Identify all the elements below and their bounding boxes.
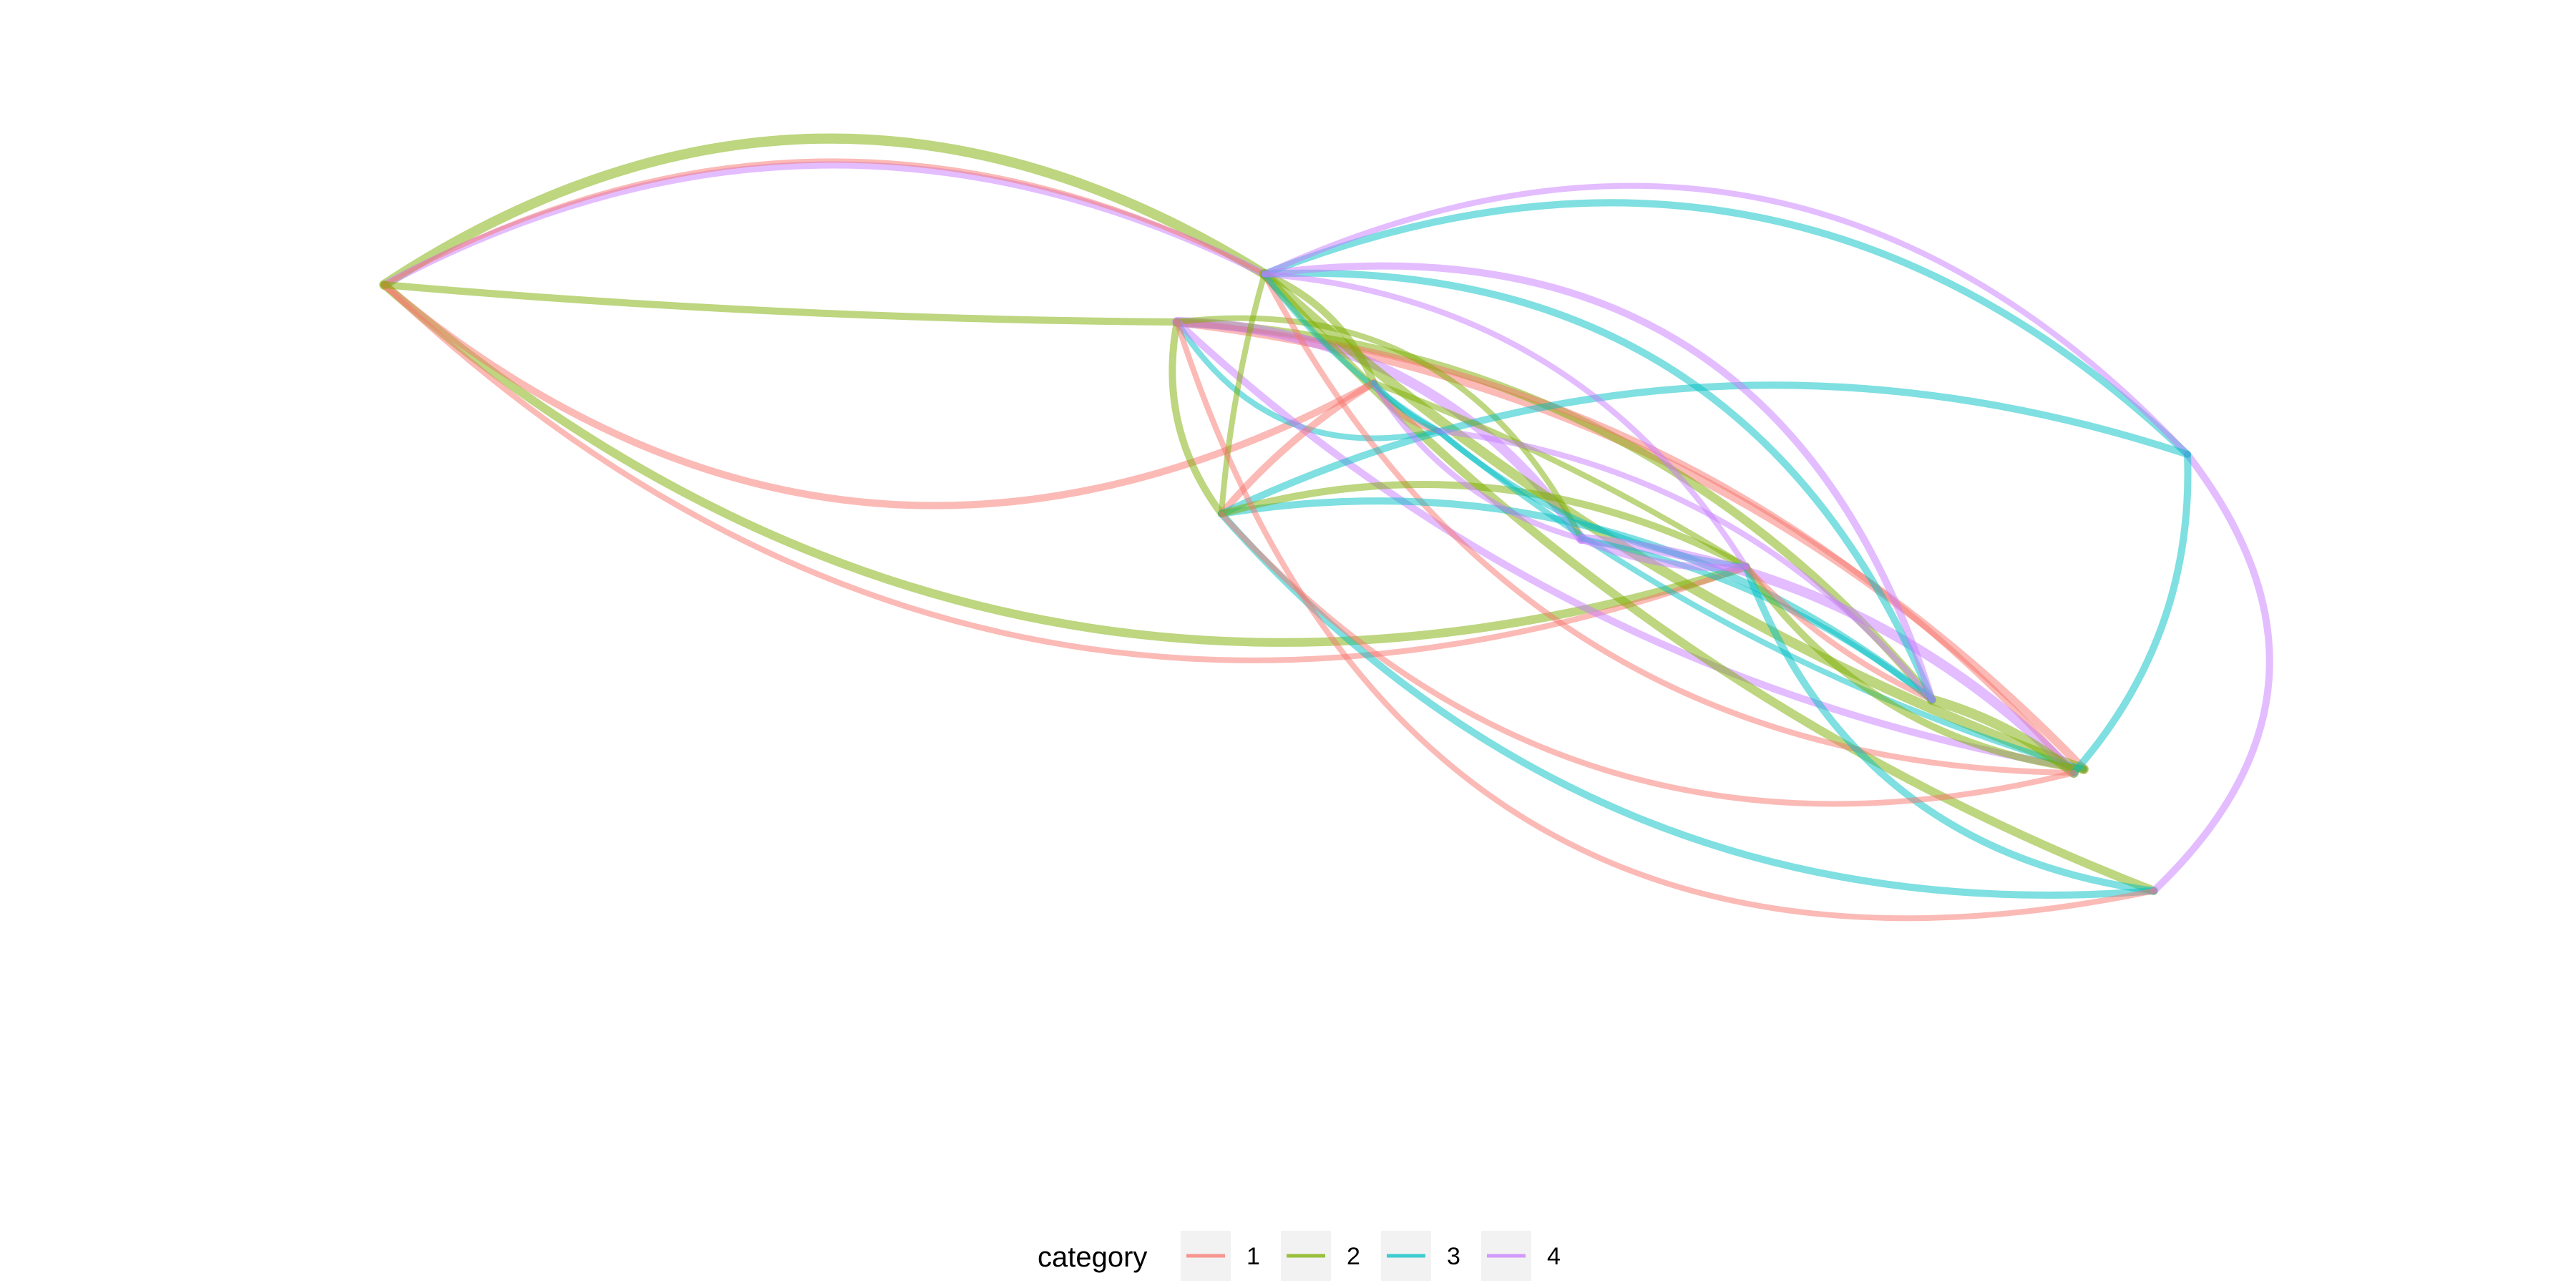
edge-E-H-cat2 — [1371, 380, 1749, 570]
edge-C-I-cat3 — [1261, 269, 1936, 703]
legend-item-3: 3 — [1381, 1231, 1460, 1281]
legend-title: category — [1038, 1241, 1147, 1273]
edge-D-E-cat1 — [1218, 379, 1377, 517]
legend: category 1 2 3 4 — [1038, 1231, 1561, 1281]
edge-F-E-cat3 — [1371, 380, 1441, 434]
legend-item-2: 2 — [1281, 1231, 1360, 1281]
edge-G-H-cat4 — [1578, 535, 1750, 572]
edge-F-L-cat3 — [1435, 428, 2087, 772]
edge-A-E-cat1 — [381, 281, 1377, 509]
edge-C-H-cat4 — [1262, 271, 1749, 570]
edge-A-C-cat1 — [382, 158, 1267, 287]
edge-A-H-cat1 — [381, 282, 1749, 663]
edge-C-J-cat4 — [1262, 182, 2190, 457]
edge-A-C-cat4 — [381, 161, 1268, 288]
edge-D-M-cat3 — [1218, 510, 2157, 899]
edge-H-M-cat3 — [1742, 563, 2157, 894]
edge-C-I-cat4 — [1261, 262, 1936, 703]
edge-D-K-cat1 — [1219, 511, 2077, 807]
legend-item-4: 4 — [1481, 1231, 1561, 1281]
edge-J-M-cat4 — [2150, 451, 2273, 894]
edge-C-J-cat3 — [1261, 199, 2191, 458]
edge-J-K-cat3 — [2070, 451, 2192, 776]
edge-C-E-cat2 — [1261, 270, 1377, 386]
edge-B-M-cat1 — [1174, 319, 2157, 922]
legend-item-1: 1 — [1181, 1231, 1260, 1281]
legend-label-3: 3 — [1447, 1243, 1460, 1270]
edges-layer — [379, 133, 2273, 922]
legend-keys: 1 2 3 4 — [1181, 1231, 1561, 1281]
edge-D-H-cat2 — [1218, 481, 1750, 570]
edge-H-L-cat2 — [1742, 563, 2087, 773]
legend-label-1: 1 — [1246, 1243, 1260, 1270]
edge-H-I-cat1 — [1743, 564, 1935, 703]
edge-I-K-cat2 — [1927, 695, 2079, 778]
legend-label-4: 4 — [1547, 1243, 1561, 1270]
edge-A-C-cat2 — [379, 133, 1269, 290]
legend-label-2: 2 — [1347, 1243, 1360, 1270]
edge-A-B-cat2 — [381, 281, 1181, 326]
edge-A-H-cat2 — [380, 280, 1750, 647]
edge-E-G-cat4 — [1371, 380, 1584, 542]
edge-B-L-cat4 — [1174, 318, 2087, 773]
edge-B-D-cat2 — [1169, 318, 1225, 517]
edge-C-K-cat1 — [1262, 271, 2077, 776]
edge-C-D-cat2 — [1219, 271, 1267, 517]
